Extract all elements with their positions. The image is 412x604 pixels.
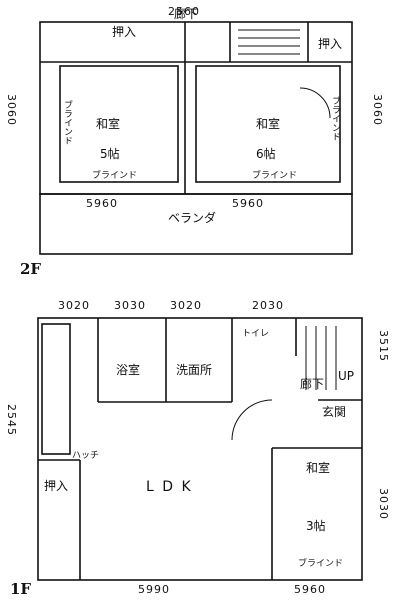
upper-dimension-right: 3060 — [371, 94, 384, 126]
lower-dimension-left: 2545 — [5, 404, 18, 436]
lower-washitsu-size: 3帖 — [306, 519, 326, 533]
lower-corridor-label: 廊下 — [300, 377, 325, 391]
upper-dimension-bottom-right: 5960 — [232, 197, 264, 210]
upper-floor-heading: 2F — [20, 260, 42, 278]
ldk-label: L D K — [146, 479, 193, 495]
upper-blind-bottom-left: ブラインド — [92, 171, 138, 181]
upper-dimension-left: 3060 — [5, 94, 18, 126]
bath-label: 浴室 — [116, 363, 141, 377]
upper-closet-right-label: 押入 — [318, 37, 343, 51]
upper-room-left — [59, 65, 179, 183]
upper-room-right — [195, 65, 341, 183]
lower-blind-label: ブラインド — [298, 559, 344, 569]
hatch-label: ハッチ — [72, 451, 100, 461]
lower-washitsu-label: 和室 — [306, 461, 331, 475]
upper-blind-bottom-right: ブラインド — [252, 171, 298, 181]
veranda-label: ベランダ — [168, 211, 217, 225]
upper-blind-left: ブラインド — [62, 100, 72, 145]
door-swing-washitsu — [299, 87, 331, 119]
upper-room-left-size: 5帖 — [100, 147, 120, 161]
upper-corridor-label: 廊下 — [174, 7, 199, 21]
upper-dimension-top: 2560 — [168, 5, 200, 18]
veranda-outline — [39, 193, 353, 255]
lower-dimension-top-c: 3020 — [170, 299, 202, 312]
entrance-label: 玄関 — [322, 405, 347, 419]
lower-dimension-top-d: 2030 — [252, 299, 284, 312]
toilet-label: トイレ — [242, 329, 270, 339]
lower-dimension-bottom-left: 5990 — [138, 583, 170, 596]
upper-room-right-size: 6帖 — [256, 147, 276, 161]
door-swing-bath — [231, 399, 273, 441]
lower-dimension-right-a: 3515 — [377, 330, 390, 362]
lower-dimension-top-b: 3030 — [114, 299, 146, 312]
upper-room-right-label: 和室 — [256, 117, 281, 131]
lower-floor-outline — [37, 317, 363, 581]
upper-room-left-label: 和室 — [96, 117, 121, 131]
lower-floor-heading: 1F — [10, 580, 32, 598]
lower-dimension-bottom-right: 5960 — [294, 583, 326, 596]
upper-dimension-bottom-left: 5960 — [86, 197, 118, 210]
kitchen-counter — [41, 323, 71, 455]
lower-dimension-right-b: 3030 — [377, 488, 390, 520]
upper-blind-right: ブラインド — [330, 96, 340, 141]
upper-closet-left-label: 押入 — [112, 25, 137, 39]
lower-closet-label: 押入 — [44, 479, 69, 493]
washroom-label: 洗面所 — [176, 363, 213, 377]
stairs-up-label: UP — [338, 369, 355, 383]
lower-dimension-top-a: 3020 — [58, 299, 90, 312]
